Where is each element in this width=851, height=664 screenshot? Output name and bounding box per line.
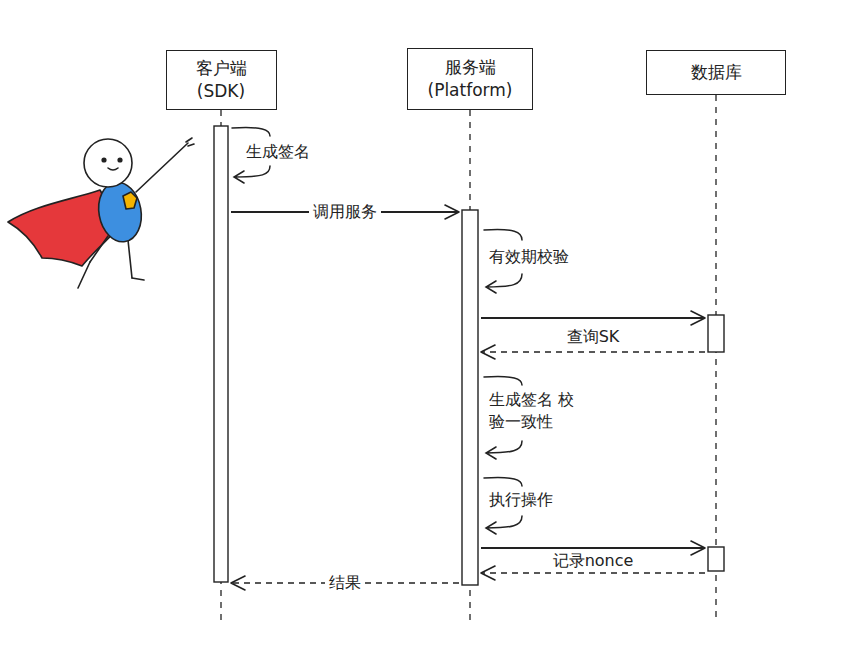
self-arrow — [234, 166, 270, 183]
eye — [118, 158, 122, 162]
self-message-label: 生成签名 校验一致性 — [489, 389, 575, 434]
foot — [132, 278, 144, 280]
message-line — [481, 351, 705, 353]
arrowhead — [445, 205, 459, 219]
self-arrow — [484, 229, 522, 240]
superhero-illustration — [8, 138, 194, 288]
message-label: 结果 — [325, 573, 365, 594]
arrowhead — [691, 311, 705, 325]
arrowhead — [481, 566, 495, 580]
self-arrow — [484, 477, 522, 486]
eye — [102, 158, 106, 162]
self-arrow — [486, 274, 522, 293]
activation-bar — [708, 547, 724, 571]
activation-bar — [708, 315, 724, 352]
self-message-label: 生成签名 — [246, 141, 310, 163]
smile — [108, 168, 118, 170]
leg — [128, 240, 132, 278]
message-line — [481, 547, 705, 549]
arrowhead — [691, 541, 705, 555]
head — [84, 139, 132, 187]
hand — [186, 138, 194, 146]
participant-box: 服务端 (Platform) — [407, 48, 533, 110]
message-arrow — [481, 311, 705, 325]
participant-box: 数据库 — [646, 50, 786, 95]
activation-bar — [462, 210, 478, 585]
message-line — [481, 317, 705, 319]
body — [94, 179, 146, 245]
self-message-label: 执行操作 — [489, 489, 553, 511]
badge — [123, 192, 137, 209]
message-label: 查询SK — [563, 327, 624, 348]
message-line — [481, 572, 705, 574]
message-label: 记录nonce — [549, 551, 638, 572]
leg — [90, 236, 108, 262]
participant-name: 服务端 (Platform) — [420, 56, 520, 102]
activation-bar — [214, 126, 228, 582]
self-arrow — [486, 441, 522, 459]
self-arrow — [232, 127, 270, 136]
participant-box: 客户端 (SDK) — [166, 50, 277, 110]
self-arrow — [486, 516, 522, 534]
arrowhead — [481, 345, 495, 359]
arm — [136, 143, 188, 192]
arrowhead — [231, 576, 245, 590]
participant-name: 客户端 (SDK) — [190, 57, 252, 103]
self-message-label: 有效期校验 — [489, 246, 569, 268]
lifeline — [715, 95, 716, 622]
message-label: 调用服务 — [309, 202, 381, 223]
self-arrow — [484, 376, 522, 385]
participant-name: 数据库 — [691, 61, 742, 84]
leg — [78, 262, 90, 288]
